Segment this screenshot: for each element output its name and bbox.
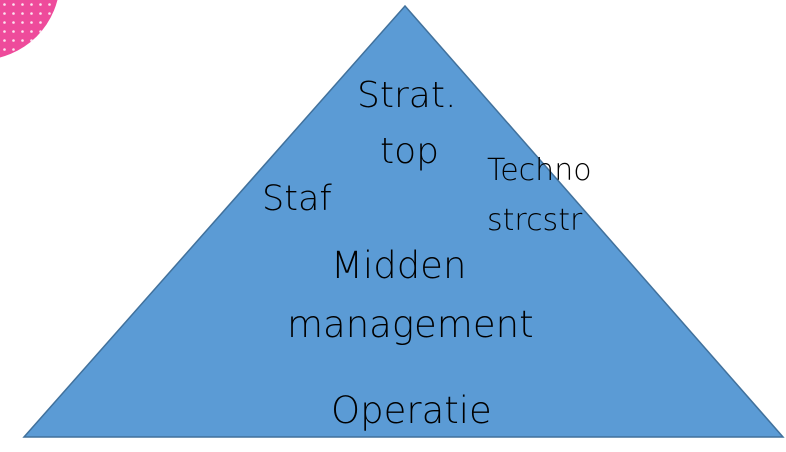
strategic-top-label-line1: Strat. [357,75,457,116]
operations-label: Operatie [331,389,492,432]
technostructure-label-line2: strcstr [487,203,583,238]
middle-management-label-line1: Midden [331,244,467,287]
staff-label: Staf [262,179,332,219]
pyramid-triangle [22,4,785,438]
middle-management-label-line2: management [287,303,534,346]
strategic-top-label-line2: top [380,131,439,172]
technostructure-label-line1: Techno [487,153,592,188]
corner-decoration-icon [0,0,58,58]
